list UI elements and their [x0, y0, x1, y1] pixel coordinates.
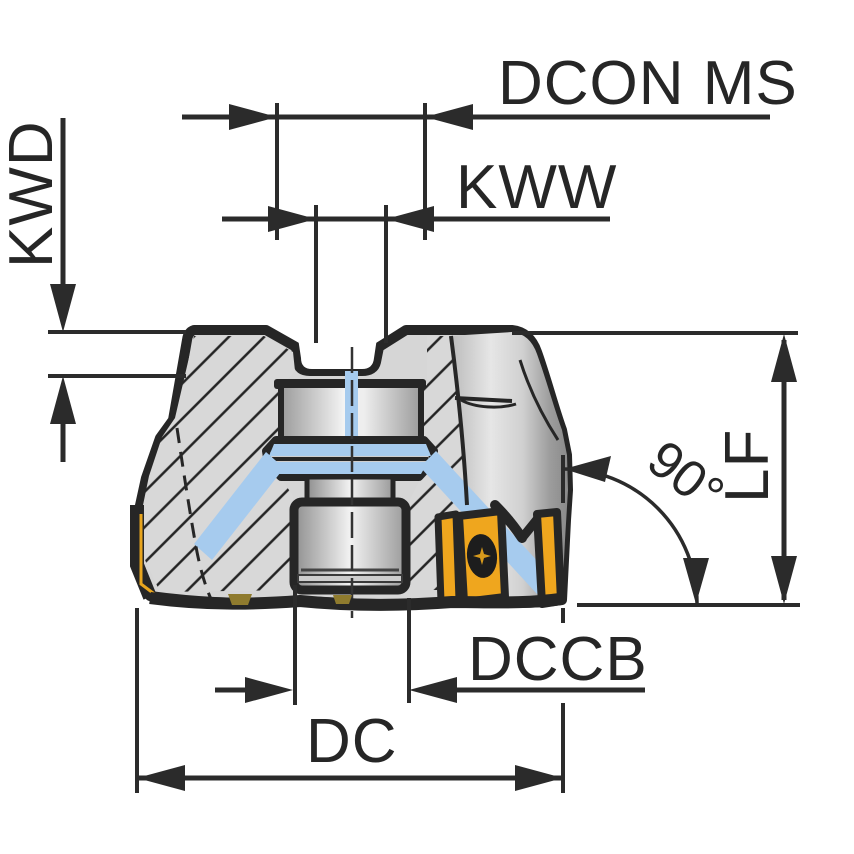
dimension-dccb: [215, 585, 645, 705]
washer-seal-top: [269, 444, 431, 456]
facet-line-1: [454, 396, 513, 403]
section-hatch-left: [142, 336, 295, 592]
bottom-face: [149, 592, 561, 611]
insert-screw-sparkle: [473, 547, 491, 565]
washer: [262, 436, 438, 481]
dcon-arrow-right: [425, 104, 473, 130]
kww-arrow-left: [268, 206, 316, 232]
flute-contour: [449, 335, 469, 506]
kwd-arrow-up: [50, 376, 76, 424]
dc-arrow-right: [515, 765, 563, 791]
label-kww: KWW: [456, 153, 617, 222]
coolant-channel-left: [194, 452, 284, 560]
keyway-slot: [298, 338, 377, 369]
label-dcon-ms: DCON MS: [498, 49, 798, 118]
dimension-kwd: [48, 118, 186, 462]
labels: DCON MS KWW KWD LF 90° DCCB DC: [0, 49, 798, 776]
dc-arrow-left: [137, 765, 185, 791]
washer-seal-bottom: [272, 462, 428, 474]
facet-line-2: [460, 398, 517, 409]
dimension-dc: [135, 608, 565, 793]
lf-arrow-down: [771, 556, 797, 604]
insert-left-yellow-outline: [139, 514, 158, 598]
kww-arrow-right: [386, 206, 434, 232]
shoulder-contour: [518, 359, 560, 441]
lf-arrow-up: [771, 334, 797, 382]
kwd-arrow-down: [50, 284, 76, 332]
hidden-flute-dashed: [175, 427, 213, 600]
dimensions: [48, 103, 800, 793]
bottom-insert-1: [228, 594, 252, 605]
label-dccb: DCCB: [468, 625, 648, 694]
dimension-lf: [512, 331, 800, 607]
screw-head: [289, 497, 411, 595]
label-dc: DC: [306, 707, 398, 776]
dcon-arrow-left: [229, 104, 277, 130]
dimension-angle: [561, 455, 709, 604]
dccb-arrow-right: [409, 677, 457, 703]
insert-side-face: [533, 508, 565, 608]
dccb-arrow-left: [245, 677, 293, 703]
dimension-kww: [222, 205, 610, 343]
insert-right: [434, 507, 565, 608]
label-lf: LF: [713, 429, 782, 503]
label-kwd: KWD: [0, 120, 66, 268]
bottom-insert-2: [333, 595, 352, 604]
screw-head-bottom-band: [297, 574, 403, 583]
angle-arrow-bottom: [683, 558, 709, 604]
angle-arrow-top: [564, 456, 611, 482]
insert-left-edge: [130, 505, 158, 600]
cutter-body: [130, 325, 573, 618]
